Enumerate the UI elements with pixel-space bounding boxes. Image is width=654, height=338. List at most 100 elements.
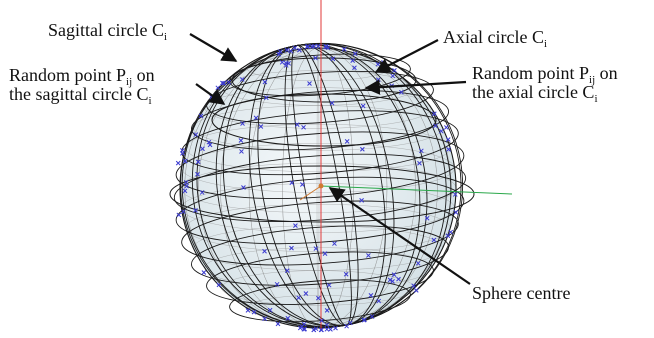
point-marker xyxy=(288,48,294,54)
point-stroke xyxy=(344,139,350,144)
point-stroke xyxy=(294,122,300,127)
point-marker xyxy=(438,128,444,134)
point-marker xyxy=(390,279,395,284)
point-stroke xyxy=(376,298,382,304)
point-marker xyxy=(411,283,417,289)
point-marker xyxy=(448,229,454,235)
point-stroke xyxy=(445,233,451,239)
point-stroke xyxy=(329,100,335,106)
point-stroke xyxy=(309,44,315,49)
point-stroke xyxy=(438,128,444,134)
point-stroke xyxy=(226,79,232,85)
point-stroke xyxy=(352,51,358,56)
point-stroke xyxy=(267,307,273,313)
point-marker xyxy=(387,277,393,283)
point-marker xyxy=(276,51,282,57)
point-stroke xyxy=(289,245,294,251)
point-stroke xyxy=(201,270,207,275)
point-marker xyxy=(446,147,451,152)
point-marker xyxy=(307,81,312,86)
label-random-point-axial: Random point Pij on the axial circle Ci xyxy=(472,63,618,105)
top-ring xyxy=(231,57,417,103)
point-stroke xyxy=(319,318,324,324)
point-marker xyxy=(304,44,310,50)
point-stroke xyxy=(289,180,295,186)
point-stroke xyxy=(198,113,204,119)
point-stroke xyxy=(360,103,366,109)
point-marker xyxy=(350,58,356,63)
point-stroke xyxy=(175,160,181,166)
point-marker xyxy=(311,327,317,333)
point-marker xyxy=(245,308,251,313)
point-marker xyxy=(193,132,199,137)
point-stroke xyxy=(413,288,419,293)
point-stroke xyxy=(193,207,198,213)
point-stroke xyxy=(424,215,430,221)
point-stroke xyxy=(216,282,222,288)
point-stroke xyxy=(300,182,305,187)
point-stroke xyxy=(452,192,458,197)
point-marker xyxy=(221,80,227,86)
point-stroke xyxy=(324,322,330,328)
point-marker xyxy=(324,326,330,332)
label-sagittal-circle: Sagittal circle Ci xyxy=(48,20,168,43)
point-stroke xyxy=(323,44,329,49)
point-marker xyxy=(275,321,281,327)
point-stroke xyxy=(390,73,396,79)
point-stroke xyxy=(240,121,245,126)
point-marker xyxy=(392,67,397,73)
point-marker xyxy=(309,44,315,49)
point-stroke xyxy=(361,317,367,323)
point-marker xyxy=(324,322,330,328)
annotation-arrows xyxy=(189,33,471,285)
point-marker xyxy=(300,182,305,187)
point-stroke xyxy=(195,171,200,177)
point-stroke xyxy=(433,123,438,129)
point-stroke xyxy=(343,271,349,277)
point-stroke xyxy=(274,281,280,287)
point-stroke xyxy=(359,197,364,203)
point-stroke xyxy=(245,308,251,313)
point-marker xyxy=(175,160,181,166)
point-marker xyxy=(324,307,330,313)
sphere-wireframe xyxy=(169,42,475,329)
point-stroke xyxy=(301,321,307,327)
point-marker xyxy=(417,160,422,166)
point-stroke xyxy=(301,124,306,130)
point-stroke xyxy=(199,190,205,195)
point-marker xyxy=(297,47,302,53)
arrow-sphere-centre xyxy=(328,187,471,285)
point-marker xyxy=(301,124,306,130)
point-marker xyxy=(267,307,273,313)
point-stroke xyxy=(360,146,365,152)
point-marker xyxy=(201,270,207,275)
point-marker xyxy=(239,149,244,154)
point-stroke xyxy=(390,279,395,284)
point-stroke xyxy=(328,327,333,332)
point-marker xyxy=(296,295,302,301)
x-axis-line xyxy=(299,185,322,201)
point-marker xyxy=(332,241,337,246)
point-stroke xyxy=(350,58,356,63)
arrow-axial-circle xyxy=(374,39,439,73)
point-stroke xyxy=(301,326,307,332)
point-marker xyxy=(303,291,309,296)
point-marker xyxy=(322,251,328,256)
point-stroke xyxy=(396,276,401,282)
sphere-outline xyxy=(179,47,457,329)
point-marker xyxy=(424,215,430,221)
point-stroke xyxy=(207,142,213,148)
point-stroke xyxy=(253,115,259,121)
point-marker xyxy=(366,253,371,258)
point-stroke xyxy=(293,223,298,229)
point-marker xyxy=(431,237,437,243)
point-marker xyxy=(369,314,375,319)
point-stroke xyxy=(332,241,337,246)
point-stroke xyxy=(303,291,309,296)
point-marker xyxy=(289,245,294,251)
point-marker xyxy=(445,233,451,239)
axial-circle xyxy=(175,131,465,199)
point-marker xyxy=(176,212,182,218)
point-marker xyxy=(431,111,437,117)
point-marker xyxy=(360,146,365,152)
